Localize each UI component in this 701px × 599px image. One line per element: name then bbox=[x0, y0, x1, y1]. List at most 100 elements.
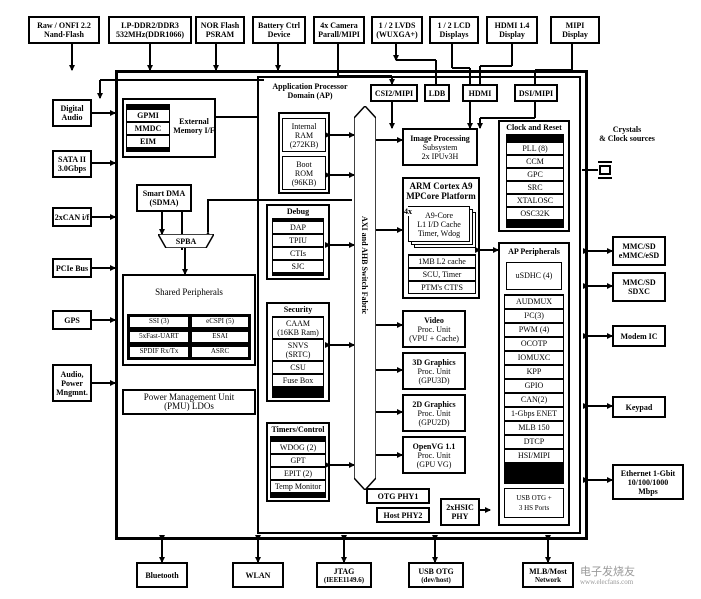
security-title: Security bbox=[283, 305, 313, 314]
hdmi-display-line-1: HDMI 1.4 bbox=[494, 21, 530, 30]
crystals-label: Crystals & Clock sources bbox=[592, 125, 662, 143]
gpc-cell: GPC bbox=[507, 169, 563, 180]
xtalosc-cell: XTALOSC bbox=[507, 195, 563, 206]
i2c-cell: I²C(3) bbox=[505, 310, 563, 322]
gpu2d-line-2: Proc. Unit bbox=[417, 408, 451, 418]
boot-rom-line-3: (96KB) bbox=[291, 177, 317, 187]
crystal-icon bbox=[598, 160, 612, 180]
usb-otg-ext-block: USB OTG (dev/host) bbox=[408, 562, 464, 588]
audio-power-line-1: Audio, bbox=[60, 369, 84, 379]
snvs-line-1: SNVS bbox=[287, 341, 309, 350]
nor-line-1: NOR Flash bbox=[200, 21, 240, 30]
ipu-block: Image Processing Subsystem 2x IPUv3H bbox=[402, 128, 478, 166]
ext-mem-title-1: External bbox=[179, 117, 209, 126]
src-cell: SRC bbox=[507, 182, 563, 193]
gpu2d-line-3: (GPU2D) bbox=[418, 417, 450, 427]
timers-title: Timers/Control bbox=[271, 425, 325, 434]
ipu-line-1: Image Processing bbox=[410, 133, 470, 143]
hsi-mipi-cell: HSI/MIPI bbox=[505, 450, 563, 462]
internal-ram-line-1: Internal bbox=[291, 121, 317, 131]
digital-audio-block: Digital Audio bbox=[52, 99, 92, 127]
bluetooth-block: Bluetooth bbox=[136, 562, 188, 588]
gpu2d-line-1: 2D Graphics bbox=[412, 399, 456, 409]
fast-uart-cell: 5xFast-UART bbox=[129, 331, 189, 343]
watermark-url: www.elecfans.com bbox=[580, 578, 634, 586]
pmu-line-1: Power Management Unit bbox=[143, 392, 235, 402]
gpmi-cell: GPMI bbox=[127, 109, 169, 121]
hdmi-block: HDMI bbox=[462, 84, 498, 102]
ap-domain-line-2: Domain (AP) bbox=[287, 91, 333, 100]
clock-reset-region bbox=[498, 120, 570, 232]
boot-rom-line-2: ROM bbox=[294, 168, 314, 178]
ldb-block: LDB bbox=[424, 84, 450, 102]
camera-line-2: Parall/MIPI bbox=[318, 30, 360, 39]
vpu-line-2: Proc. Unit bbox=[417, 324, 451, 334]
crystals-line-1: Crystals bbox=[612, 125, 642, 134]
sata-block: SATA II 3.0Gbps bbox=[52, 150, 92, 178]
mlb-line-1: MLB/Most bbox=[529, 566, 567, 576]
battery-line-1: Battery Ctrl bbox=[258, 21, 300, 30]
gpio-cell: GPIO bbox=[505, 380, 563, 392]
nor-flash-block: NOR Flash PSRAM bbox=[195, 16, 245, 44]
lvds-block: 1 / 2 LVDS (WUXGA+) bbox=[371, 16, 423, 44]
ap-domain-title: Application Processor Domain (AP) bbox=[262, 82, 358, 100]
mmc-sdxc-line-1: MMC/SD bbox=[622, 278, 656, 287]
lvds-line-1: 1 / 2 LVDS bbox=[378, 21, 416, 30]
ecspi-cell: eCSPI (5) bbox=[191, 316, 249, 328]
openvg-line-2: Proc. Unit bbox=[417, 450, 451, 460]
debug-title: Debug bbox=[286, 207, 310, 216]
ap-peripherals-stack: AUDMUX I²C(3) PWM (4) OCOTP IOMUXC KPP G… bbox=[504, 294, 564, 484]
csu-cell: CSU bbox=[273, 362, 323, 373]
asrc-cell: ASRC bbox=[191, 346, 249, 358]
pcie-bus-label: PCIe Bus bbox=[55, 263, 89, 273]
vpu-line-1: Video bbox=[424, 315, 444, 325]
audio-power-line-3: Mngmnt. bbox=[56, 387, 88, 397]
openvg-line-3: (GPU VG) bbox=[416, 459, 452, 469]
security-stack: CAAM (16KB Ram) SNVS (SRTC) CSU Fuse Box bbox=[272, 316, 324, 398]
sjc-cell: SJC bbox=[273, 261, 323, 272]
mipi-display-line-2: Display bbox=[562, 30, 588, 39]
mlb-most-block: MLB/Most Network bbox=[522, 562, 574, 588]
l2-cache-cell: 1MB L2 cache bbox=[409, 255, 475, 267]
pwm-cell: PWM (4) bbox=[505, 324, 563, 336]
mmc-emmc-block: MMC/SD eMMC/eSD bbox=[612, 236, 666, 266]
can-interface-block: 2xCAN i/f bbox=[52, 207, 92, 227]
mmc-sdxc-line-2: SDXC bbox=[628, 287, 650, 296]
caam-line-1: CAAM bbox=[285, 319, 310, 328]
arm-cache-stack: 1MB L2 cache SCU, Timer PTM's CTI'S bbox=[408, 254, 476, 294]
ext-mem-stack: GPMI MMDC EIM bbox=[126, 104, 170, 152]
nand-line-1: Raw / ONFI 2.2 bbox=[37, 21, 91, 30]
jtag-block: JTAG (IEEE1149.6) bbox=[316, 562, 372, 588]
boot-rom-block: Boot ROM (96KB) bbox=[282, 156, 326, 190]
soc-boundary bbox=[115, 70, 588, 540]
mmc-emmc-line-2: eMMC/eSD bbox=[618, 251, 660, 260]
lpddr-line-2: 532MHz(DDR1066) bbox=[116, 30, 184, 39]
lcd-block: 1 / 2 LCD Displays bbox=[429, 16, 479, 44]
iomuxc-cell: IOMUXC bbox=[505, 352, 563, 364]
vpu-block: Video Proc. Unit (VPU + Cache) bbox=[402, 310, 466, 348]
hsic-line-1: 2xHSIC bbox=[446, 503, 474, 512]
spba-block: SPBA bbox=[156, 233, 216, 249]
pmu-block: Power Management Unit (PMU) LDOs bbox=[122, 389, 256, 415]
fabric-label: AXI and AHB Switch Fabric bbox=[360, 216, 369, 315]
mipi-display-line-1: MIPI bbox=[565, 21, 585, 30]
mmc-emmc-line-1: MMC/SD bbox=[622, 242, 656, 251]
nand-line-2: Nand-Flash bbox=[43, 30, 84, 39]
hsic-line-2: PHY bbox=[451, 512, 469, 521]
audio-power-line-2: Power bbox=[61, 378, 83, 388]
openvg-block: OpenVG 1.1 Proc. Unit (GPU VG) bbox=[402, 436, 466, 474]
jtag-line-2: (IEEE1149.6) bbox=[323, 575, 365, 584]
sata-line-2: 3.0Gbps bbox=[57, 164, 87, 173]
mlb150-cell: MLB 150 bbox=[505, 422, 563, 434]
snvs-line-2: (SRTC) bbox=[285, 350, 311, 359]
internal-ram-line-3: (272KB) bbox=[289, 139, 319, 149]
watermark: 电子发烧友 www.elecfans.com bbox=[580, 566, 680, 586]
esai-cell: ESAI bbox=[191, 331, 249, 343]
ctis-cell: CTIs bbox=[273, 248, 323, 259]
ap-peripherals-title: AP Peripherals bbox=[508, 247, 560, 256]
mmc-sdxc-block: MMC/SD SDXC bbox=[612, 272, 666, 302]
ipu-line-3: 2x IPUv3H bbox=[421, 151, 459, 161]
core-count-label: 4x bbox=[404, 207, 414, 216]
lpddr-block: LP-DDR2/DDR3 532MHz(DDR1066) bbox=[108, 16, 192, 44]
usb-otg-ext-line-2: (dev/host) bbox=[421, 575, 451, 584]
